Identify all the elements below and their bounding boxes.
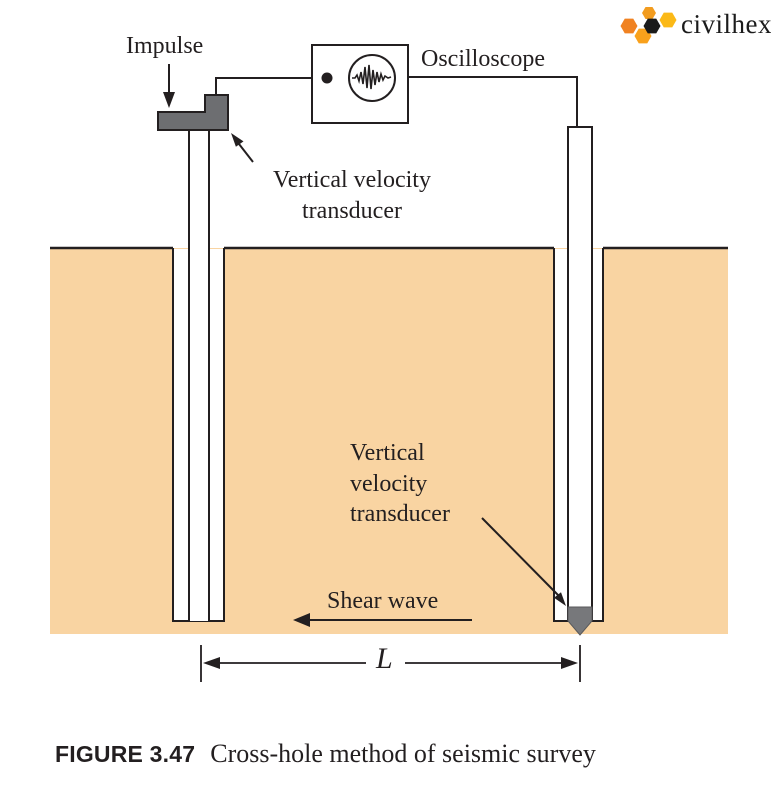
oscilloscope-label: Oscilloscope	[421, 46, 545, 72]
source-transducer-arrow-line	[238, 143, 254, 163]
wire-impulse-to-oscilloscope	[215, 77, 312, 95]
figure-caption-number: FIGURE 3.47	[55, 741, 196, 767]
receiver-transducer	[567, 606, 593, 636]
right-casing	[568, 127, 592, 621]
shear-wave-arrowhead-icon	[293, 613, 310, 627]
seismic-waveform-icon	[352, 64, 392, 90]
logo-hex-top-icon	[642, 6, 656, 20]
dimension-arrowhead-left-icon	[203, 657, 220, 669]
impulse-label: Impulse	[126, 33, 204, 59]
receiver-transducer-arrow-line	[481, 517, 559, 596]
receiver-transducer-label: Vertical velocity transducer	[350, 438, 450, 530]
civilhex-logo-text: civilhex	[681, 9, 771, 39]
source-transducer-label-line1: Vertical velocity	[273, 167, 431, 193]
left-casing-outline	[188, 129, 210, 621]
left-casing	[189, 129, 209, 621]
receiver-transducer-label-line2: velocity	[350, 470, 428, 497]
oscilloscope-knob	[321, 72, 333, 84]
receiver-transducer-label-line3: transducer	[350, 501, 450, 527]
civilhex-logo-icon	[620, 6, 677, 44]
logo-hex-right-icon	[659, 12, 677, 28]
logo-hex-center-icon	[643, 18, 661, 34]
impulse-arrowhead-icon	[163, 92, 175, 108]
figure-caption: FIGURE 3.47 Cross-hole method of seismic …	[55, 739, 596, 769]
source-transducer-label: Vertical velocity transducer	[252, 165, 452, 227]
source-transducer-label-line2: transducer	[302, 198, 402, 224]
receiver-transducer-label-line1: Vertical	[350, 440, 425, 466]
receiver-transducer-arrowhead-icon	[554, 592, 566, 606]
right-casing-outline	[567, 126, 593, 621]
logo-hex-left-icon	[620, 18, 638, 34]
dimension-arrowhead-right-icon	[561, 657, 578, 669]
soil-mass	[50, 248, 728, 634]
distance-label: L	[376, 642, 393, 675]
dimension-ticks	[200, 645, 581, 682]
wire-oscilloscope-to-receiver	[391, 76, 578, 127]
source-transducer-arrowhead-icon	[231, 133, 244, 147]
shear-wave-label: Shear wave	[327, 588, 439, 614]
figure-caption-text: Cross-hole method of seismic survey	[210, 739, 596, 768]
impulse-plate	[157, 94, 229, 131]
